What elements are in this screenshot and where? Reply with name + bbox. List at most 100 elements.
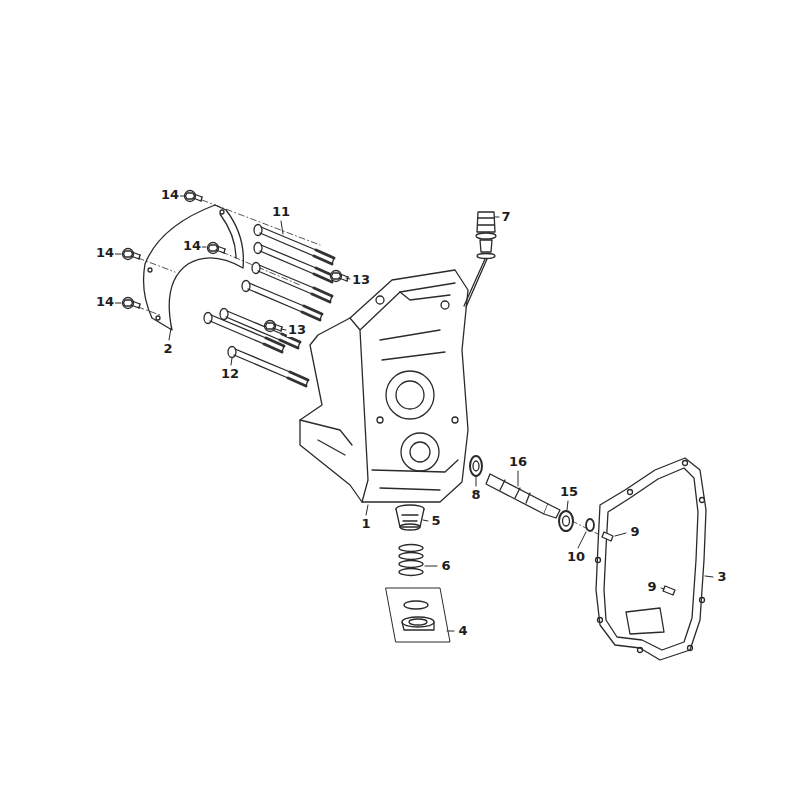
gasket (638, 648, 643, 653)
drain-plug (409, 619, 427, 625)
gasket (598, 618, 603, 623)
dipstick (464, 259, 487, 307)
cover-plate (156, 316, 160, 320)
oil-strainer (396, 505, 424, 530)
gasket (596, 458, 707, 660)
crankcase (300, 270, 468, 502)
leader-line (281, 329, 286, 330)
crankcase (386, 371, 434, 419)
oil-strainer (400, 524, 420, 530)
leader-line (661, 588, 664, 589)
dowel-pin (586, 519, 594, 531)
crankcase (380, 330, 445, 360)
oil-seal (559, 511, 573, 531)
callout-number: 7 (500, 210, 511, 224)
leader-line (115, 196, 713, 631)
callout-number: 1 (360, 517, 371, 531)
callout-number: 9 (629, 525, 640, 539)
callout-number: 13 (351, 273, 371, 287)
leader-line (231, 358, 232, 365)
leader-line (169, 328, 171, 340)
gasket (596, 458, 706, 660)
crankcase (300, 270, 468, 502)
callout-number: 14 (182, 239, 202, 253)
crankcase (300, 420, 352, 455)
drain-plug (402, 622, 434, 630)
gasket (683, 461, 688, 466)
callout-number: 14 (160, 188, 180, 202)
callout-number: 8 (470, 488, 481, 502)
crankcase (377, 417, 383, 423)
bolt-13 (265, 321, 283, 332)
leader-line (705, 576, 713, 577)
center-line (202, 200, 320, 245)
gasket (700, 598, 705, 603)
leader-line (578, 532, 586, 548)
oil-seal (563, 516, 570, 526)
dowel-pin (663, 586, 675, 595)
oil-seal (559, 511, 573, 531)
cover-plate (220, 214, 236, 258)
leader-line (115, 254, 121, 255)
crankcase (400, 292, 450, 300)
leader-line (281, 221, 283, 234)
center-line (138, 307, 160, 315)
drain-plug (386, 588, 450, 642)
crankcase (410, 442, 430, 462)
crankcase (372, 460, 458, 490)
callout-number: 14 (95, 295, 115, 309)
flange-bolt (208, 243, 226, 254)
crankcase (350, 283, 455, 502)
callout-number: 10 (566, 550, 586, 564)
bolt-13 (331, 271, 349, 282)
leader-line (615, 533, 626, 536)
spring (399, 545, 423, 576)
callout-number: 9 (646, 580, 657, 594)
dipstick (477, 254, 495, 259)
leader-line (447, 631, 454, 632)
dowel-pin (602, 532, 613, 541)
dipstick (478, 218, 494, 225)
oil-seal (473, 461, 479, 471)
long-bolt (254, 225, 334, 265)
callout-number: 15 (559, 485, 579, 499)
gasket (628, 490, 633, 495)
oil-seal (470, 456, 482, 476)
gasket (626, 608, 664, 634)
leader-line (115, 303, 121, 304)
callout-number: 13 (287, 323, 307, 337)
flange-bolt (185, 191, 203, 202)
spring (399, 569, 423, 576)
flange-bolt (123, 298, 141, 309)
long-bolt (242, 281, 322, 321)
leader-line (567, 501, 568, 510)
callout-number: 3 (716, 570, 727, 584)
gasket (604, 468, 698, 650)
shaft (500, 480, 530, 503)
crankcase (441, 301, 449, 309)
center-line (138, 258, 175, 272)
cover-plate (148, 268, 152, 272)
callout-number: 5 (430, 514, 441, 528)
callout-number: 4 (457, 624, 468, 638)
flange-bolt (123, 249, 141, 260)
oil-strainer (402, 515, 418, 521)
leader-line (423, 520, 428, 521)
callout-number: 11 (271, 205, 291, 219)
leader-line (346, 278, 350, 279)
callout-number: 14 (95, 246, 115, 260)
leader-line (495, 217, 499, 218)
leader-line (518, 471, 519, 486)
callout-number: 12 (220, 367, 240, 381)
leader-line (366, 505, 368, 515)
crankcase (376, 296, 384, 304)
gasket (700, 498, 705, 503)
spring (399, 561, 423, 568)
dipstick (477, 212, 495, 232)
leader-line (180, 196, 184, 197)
gasket (596, 558, 601, 563)
crankcase (401, 433, 439, 471)
spring (399, 545, 423, 552)
